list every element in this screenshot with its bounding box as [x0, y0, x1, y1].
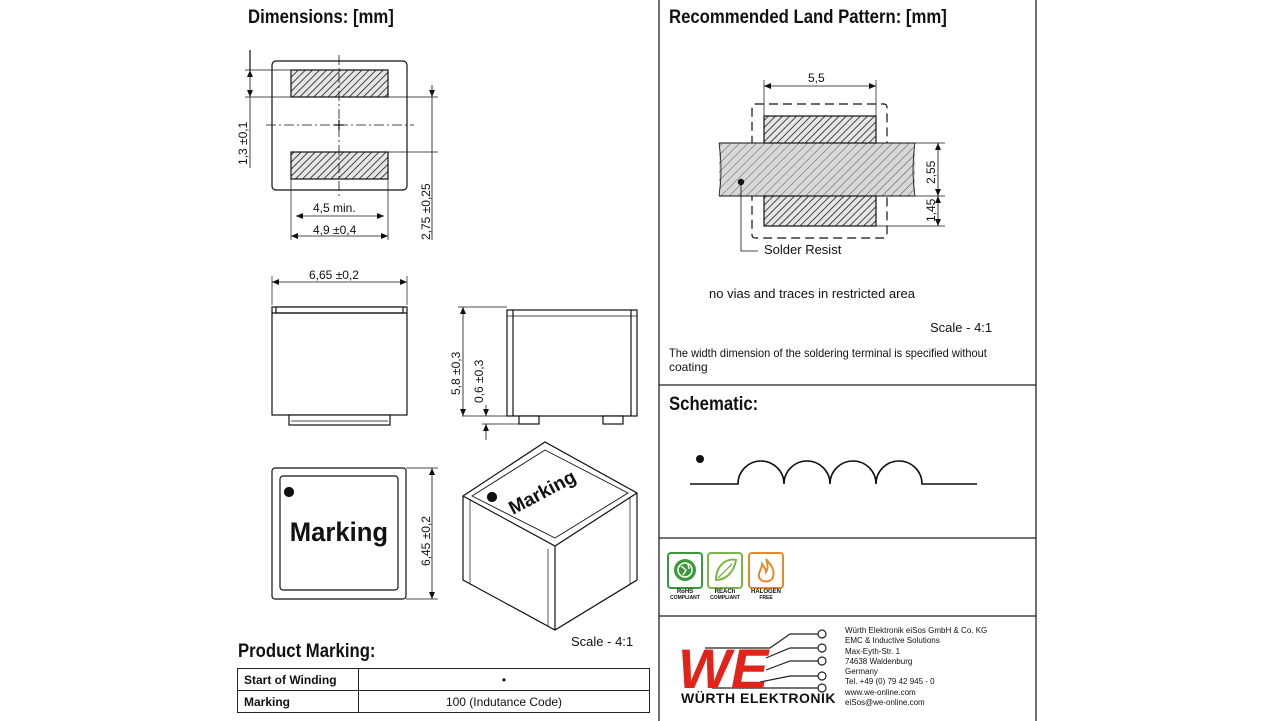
inductor-symbol — [690, 455, 977, 485]
rohs-label-line1: RoHS — [676, 589, 694, 595]
reach-label-line2: COMPLIANT — [710, 595, 740, 601]
side-view-front — [271, 276, 408, 426]
product-marking-table: Start of Winding • Marking 100 (Indutanc… — [237, 668, 650, 713]
address-line: Max-Eyth-Str. 1 — [845, 646, 901, 656]
dim-5-8-label: 5,8 ±0,3 — [449, 351, 463, 395]
address-line: Würth Elektronik eiSos GmbH & Co. KG — [845, 626, 988, 635]
table-row: Marking 100 (Indutance Code) — [237, 690, 650, 713]
dim-6-45-label: 6,45 ±0,2 — [419, 516, 433, 566]
brand-name: WÜRTH ELEKTRONIK — [681, 690, 836, 706]
address-line: www.we-online.com — [845, 687, 916, 697]
halogen-label: HALOGEN FREE — [747, 589, 785, 601]
dim-1-45-label: 1,45 — [924, 198, 938, 222]
rohs-label-line2: COMPLIANT — [670, 595, 700, 601]
solder-resist-label: Solder Resist — [764, 242, 842, 257]
dim-6-65-label: 6,65 ±0,2 — [309, 268, 359, 282]
dim-2-75-label: 2,75 ±0,25 — [419, 183, 433, 240]
marking-top-text: Marking — [290, 516, 388, 547]
table-row: Start of Winding • — [237, 668, 650, 691]
product-marking-title: Product Marking: — [238, 641, 376, 662]
side-view-side — [458, 306, 638, 440]
logo-circuit-lines — [705, 629, 827, 693]
address-line: EMC & Inductive Solutions — [845, 636, 940, 646]
frame-lines — [658, 0, 1037, 721]
note-line-2: coating — [669, 360, 708, 374]
address-line: 74638 Waldenburg — [845, 656, 913, 666]
dimensions-title: Dimensions: [mm] — [248, 7, 394, 28]
dimension-labels: 1,3 ±0,1 4,5 min. 4,9 ±0,4 2,75 ±0,25 6,… — [236, 71, 938, 566]
dim-2-55-label: 2,55 — [924, 160, 938, 184]
no-vias-note: no vias and traces in restricted area — [709, 286, 915, 301]
land-pattern-drawing — [718, 80, 945, 252]
address-line: Germany — [845, 667, 878, 677]
reach-label-line1: REACh — [714, 589, 736, 595]
land-pattern-title: Recommended Land Pattern: [mm] — [669, 7, 947, 28]
row-label: Start of Winding — [237, 668, 359, 691]
note-line-1: The width dimension of the soldering ter… — [669, 346, 987, 360]
dim-4-9-label: 4,9 ±0,4 — [313, 223, 357, 237]
top-view-drawing — [245, 50, 438, 240]
address-line: eiSos@we-online.com — [845, 698, 925, 708]
halogen-free-icon — [748, 552, 784, 589]
dim-4-5-label: 4,5 min. — [313, 201, 356, 215]
schematic-title: Schematic: — [669, 394, 759, 415]
row-value: • — [358, 668, 650, 691]
dimensions-scale: Scale - 4:1 — [571, 634, 634, 649]
logo-we-mark: WE — [678, 637, 770, 700]
dim-5-5-label: 5,5 — [808, 71, 825, 85]
halogen-label-line1: HALOGEN — [751, 589, 781, 595]
land-pattern-scale: Scale - 4:1 — [930, 320, 993, 335]
rohs-icon — [667, 552, 703, 589]
reach-icon — [707, 552, 743, 589]
wurth-logo: WE — [678, 629, 827, 700]
reach-label: REACh COMPLIANT — [706, 589, 744, 601]
dim-1-3-label: 1,3 ±0,1 — [236, 121, 250, 165]
rohs-label: RoHS COMPLIANT — [666, 589, 704, 601]
marking-top-view — [271, 467, 438, 600]
halogen-label-line2: FREE — [759, 595, 773, 601]
company-address: Würth Elektronik eiSos GmbH & Co. KG EMC… — [845, 626, 987, 708]
isometric-view — [462, 441, 638, 631]
dim-0-6-label: 0,6 ±0,3 — [472, 359, 486, 403]
address-line: Tel. +49 (0) 79 42 945 - 0 — [845, 677, 935, 687]
row-value: 100 (Indutance Code) — [358, 690, 650, 713]
row-label: Marking — [237, 690, 359, 713]
